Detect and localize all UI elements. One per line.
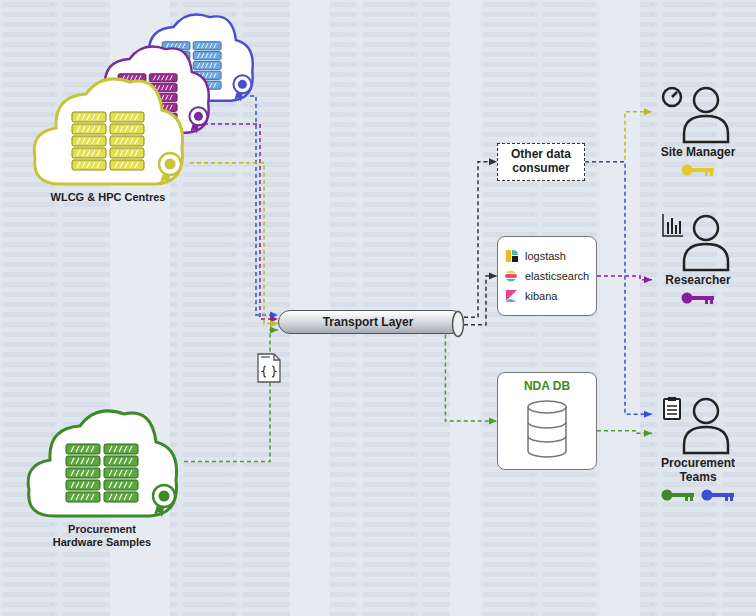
- tool-row: logstash: [504, 249, 590, 263]
- connector-line: [597, 431, 652, 434]
- tool-logo: [504, 249, 520, 263]
- person-icon: [660, 212, 736, 272]
- connector-line: [585, 112, 652, 162]
- connector: [464, 158, 497, 317]
- connector-line: [190, 163, 278, 324]
- cloud-label: WLCG & HPC Centres: [48, 191, 168, 204]
- connector-line: [597, 276, 652, 280]
- connector: [597, 276, 652, 283]
- connector-line: [445, 334, 497, 421]
- connector: [464, 273, 497, 325]
- cloud-icon: [22, 398, 182, 523]
- connector: [184, 327, 278, 462]
- server-rack: [480, 0, 600, 616]
- flow-arrow: [204, 124, 278, 323]
- access-key: [680, 163, 716, 177]
- connector: [597, 430, 652, 437]
- icon: [451, 310, 465, 338]
- connector: [585, 108, 652, 161]
- connector: [445, 334, 497, 424]
- site-cloud: Procurement Hardware Samples: [20, 398, 184, 549]
- access-key: [660, 488, 696, 502]
- user-role: Site Manager: [652, 84, 744, 177]
- arrowhead: [270, 327, 278, 334]
- tool-logo: [504, 289, 520, 303]
- elasticsearch-logo: [504, 269, 520, 283]
- database-box: NDA DB: [497, 372, 597, 470]
- access-key: [700, 488, 736, 502]
- cloud-label: Procurement Hardware Samples: [42, 523, 162, 549]
- icon: [26, 66, 190, 191]
- tool-name: kibana: [525, 290, 557, 302]
- icon: [652, 488, 744, 502]
- icon: [652, 84, 744, 144]
- arrowhead: [489, 418, 497, 425]
- person-icon: [660, 84, 736, 144]
- access-key: [680, 291, 716, 305]
- user-role: Procurement Teams: [652, 395, 744, 502]
- tool-row: kibana: [504, 289, 590, 303]
- tool-row: elasticsearch: [504, 269, 590, 283]
- arrowhead: [489, 273, 497, 280]
- kibana-logo: [504, 289, 520, 303]
- arrowhead: [644, 276, 652, 283]
- connector-line: [184, 330, 278, 462]
- arrowhead: [644, 108, 652, 115]
- connector-line: [464, 276, 497, 325]
- arrowhead: [489, 158, 497, 165]
- icon: [652, 163, 744, 177]
- icon: [652, 212, 744, 272]
- arrowhead: [270, 320, 278, 327]
- database-icon: [524, 399, 570, 461]
- logstash-logo: [504, 249, 520, 263]
- icon: [652, 291, 744, 305]
- pipe-end: [451, 310, 465, 338]
- connector-line: [464, 162, 497, 318]
- role-name: Site Manager: [652, 146, 744, 160]
- pipe-label: Transport Layer: [293, 315, 443, 329]
- person-icon: [660, 395, 736, 455]
- arrowhead: [644, 430, 652, 437]
- icon: [652, 395, 744, 455]
- cloud-icon: [28, 66, 188, 191]
- user-role: Researcher: [652, 212, 744, 305]
- icon: [504, 399, 590, 461]
- icon: [20, 398, 184, 523]
- elk-stack-box: logstash elasticsearch kibana: [497, 236, 597, 316]
- site-cloud: WLCG & HPC Centres: [26, 66, 190, 204]
- box-title: NDA DB: [504, 379, 590, 393]
- server-rack: [640, 0, 756, 616]
- dashed-box: Other data consumer: [497, 143, 585, 181]
- box-label: Other data consumer: [504, 148, 578, 176]
- tool-logo: [504, 269, 520, 283]
- transport-pipe: Transport Layer: [278, 310, 464, 334]
- role-name: Procurement Teams: [652, 457, 744, 485]
- tool-name: elasticsearch: [525, 270, 589, 282]
- connector: [190, 163, 278, 327]
- tool-name: logstash: [525, 250, 566, 262]
- server-rack: [330, 0, 450, 616]
- role-name: Researcher: [652, 274, 744, 288]
- json-file-icon: [258, 354, 280, 382]
- arrowhead: [644, 411, 652, 418]
